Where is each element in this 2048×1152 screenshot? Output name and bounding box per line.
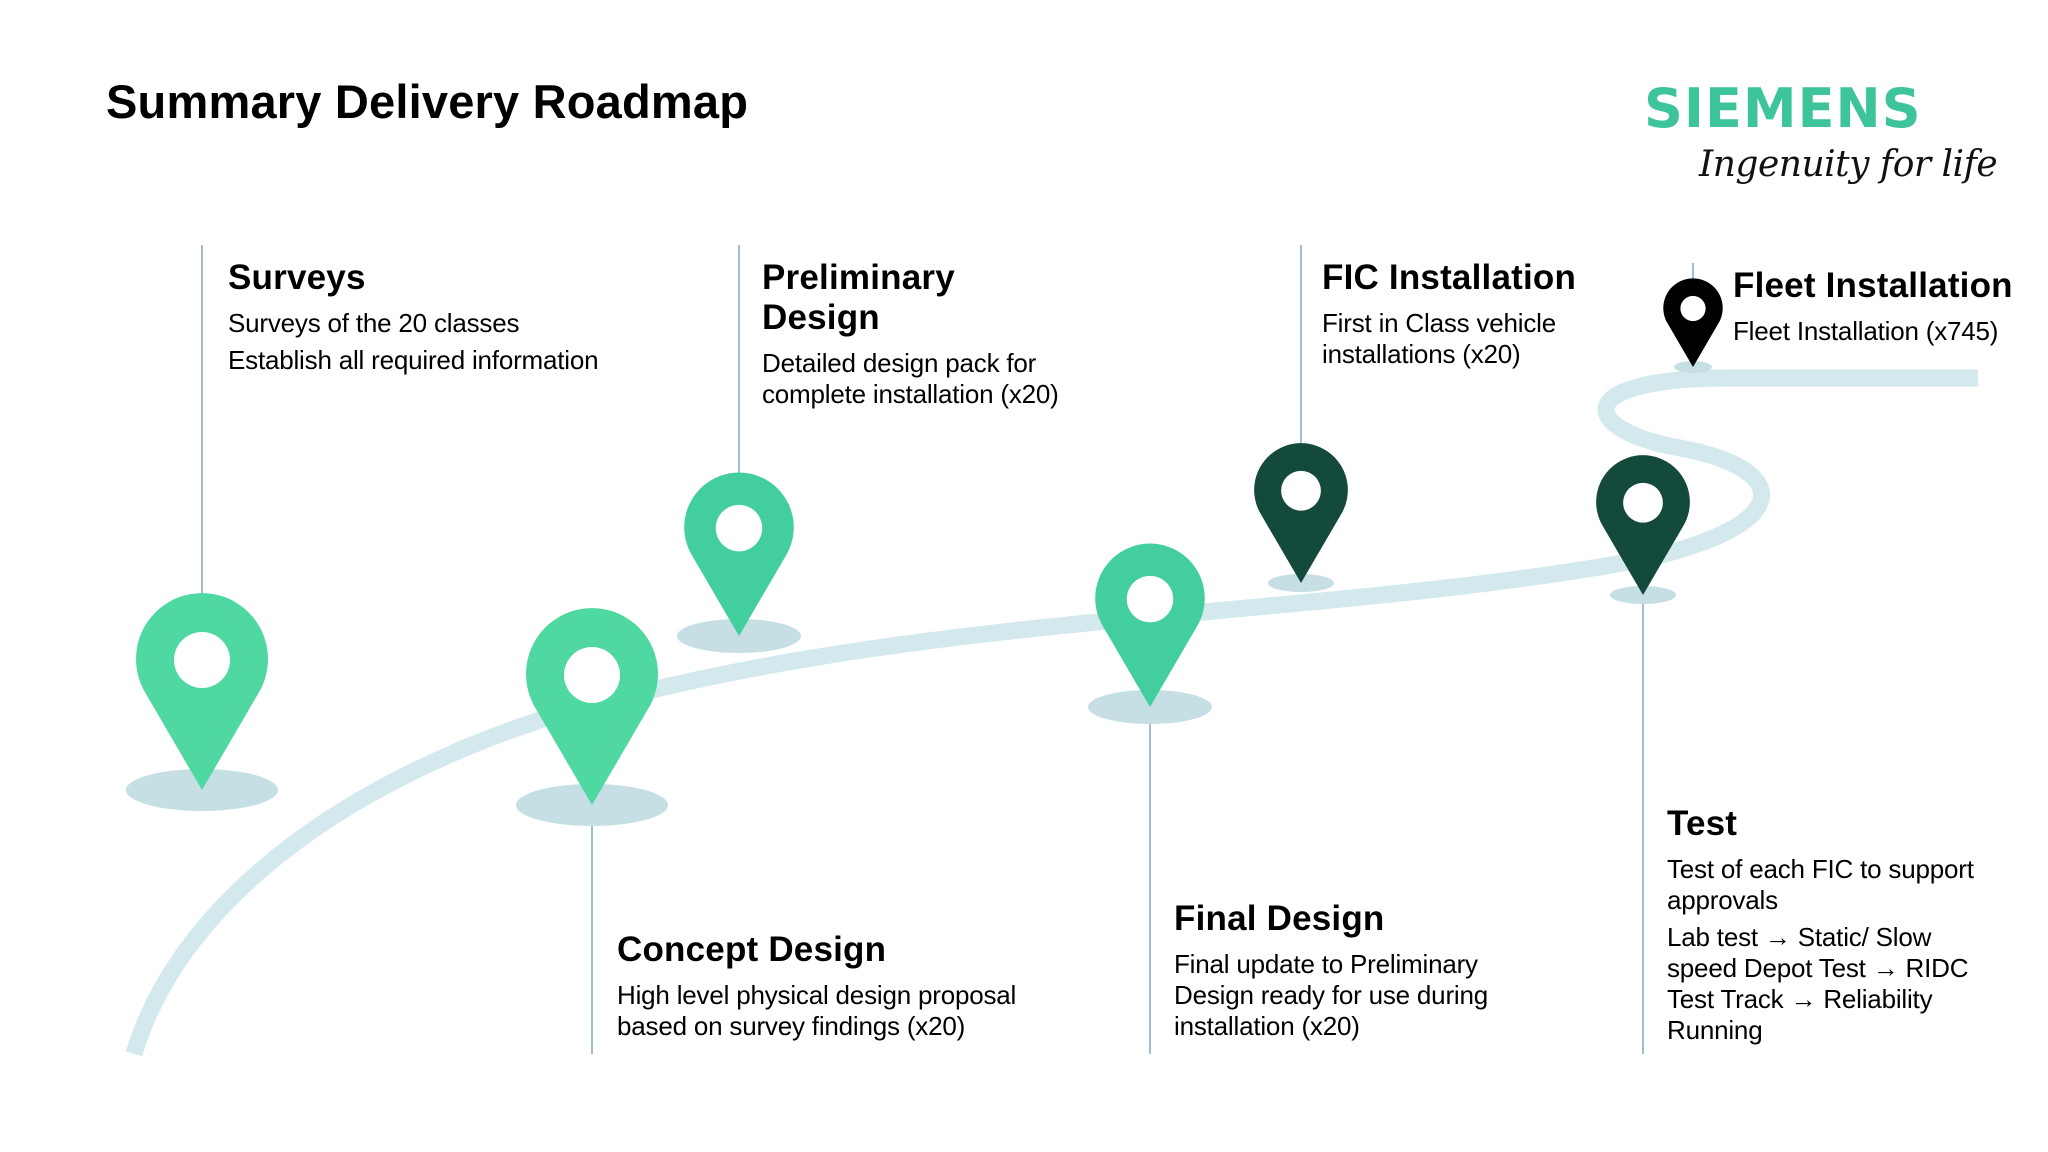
location-pin-icon [1596, 455, 1690, 595]
brand-name: SIEMENS [1644, 77, 1922, 140]
milestone-description: Lab test → Static/ Slow speed Depot Test… [1667, 922, 1969, 1045]
milestone-test: Test Test of each FIC to support approva… [1667, 804, 2007, 1046]
pin-body-fleet-installation [1663, 278, 1723, 367]
location-pin-icon [1254, 443, 1348, 583]
pin-hole-surveys [174, 632, 230, 688]
milestone-surveys: Surveys Surveys of the 20 classes Establ… [228, 258, 668, 376]
milestone-fic-installation: FIC Installation First in Class vehicle … [1322, 258, 1582, 370]
pin-body-fic-installation [1254, 443, 1348, 583]
roadmap-road [125, 369, 1978, 1057]
milestone-description: Establish all required information [228, 345, 599, 375]
milestone-description: Detailed design pack for complete instal… [762, 348, 1059, 409]
milestone-description: First in Class vehicle installations (x2… [1322, 308, 1556, 369]
brand-tagline: Ingenuity for life [1699, 144, 1998, 185]
pin-body-test [1596, 455, 1690, 595]
location-pin-icon [684, 472, 794, 636]
milestone-title: FIC Installation [1322, 258, 1577, 297]
pin-hole-fleet-installation [1680, 295, 1706, 322]
milestone-preliminary-design: Preliminary Design Detailed design pack … [762, 258, 1062, 410]
milestone-title: Final Design [1174, 899, 1385, 938]
location-pin-icon [136, 593, 268, 790]
pin-body-preliminary-design [684, 472, 794, 636]
milestone-title: Preliminary Design [762, 258, 955, 337]
milestone-title: Test [1667, 804, 1738, 843]
milestone-concept-design: Concept Design High level physical desig… [617, 930, 1047, 1042]
pin-body-final-design [1095, 543, 1205, 707]
pin-hole-final-design [1126, 575, 1174, 623]
pin-hole-preliminary-design [715, 504, 763, 552]
milestone-description: Final update to Preliminary Design ready… [1174, 949, 1489, 1041]
location-pin-icon [526, 608, 658, 805]
milestone-description: Test of each FIC to support approvals [1667, 854, 1974, 915]
page-title: Summary Delivery Roadmap [106, 75, 749, 128]
pin-hole-concept-design [564, 647, 620, 703]
milestone-title: Surveys [228, 258, 366, 297]
pin-body-surveys [136, 593, 268, 790]
milestone-title: Concept Design [617, 930, 887, 969]
milestone-description: Fleet Installation (x745) [1733, 316, 1999, 346]
pin-hole-fic-installation [1281, 470, 1321, 511]
location-pin-icon [1095, 543, 1205, 707]
milestone-fleet-installation: Fleet Installation Fleet Installation (x… [1733, 266, 2033, 347]
brand-logo: SIEMENS Ingenuity for life [1644, 77, 1998, 186]
milestone-final-design: Final Design Final update to Preliminary… [1174, 899, 1504, 1042]
milestone-title: Fleet Installation [1733, 266, 2013, 305]
pin-body-concept-design [526, 608, 658, 805]
milestone-description: High level physical design proposal base… [617, 980, 1017, 1041]
milestone-description: Surveys of the 20 classes [228, 308, 520, 338]
location-pin-icon [1663, 278, 1723, 367]
pin-hole-test [1623, 482, 1663, 523]
